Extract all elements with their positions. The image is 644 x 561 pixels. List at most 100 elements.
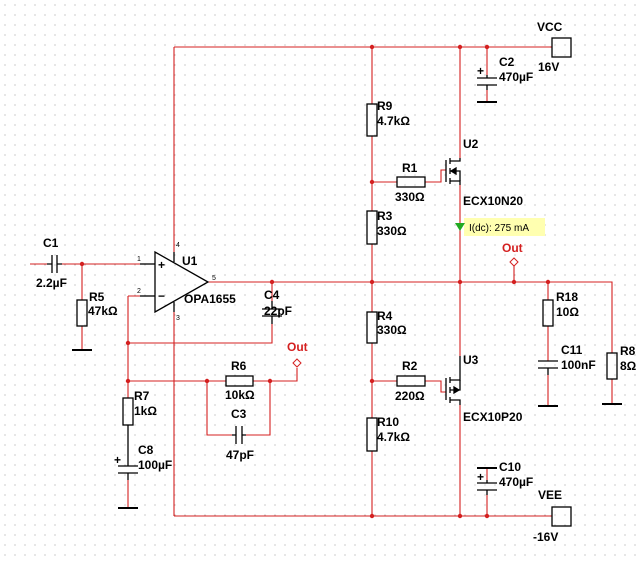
- c10-plus-sign: +: [477, 470, 484, 484]
- c10-value: 470µF: [499, 475, 533, 489]
- wire-r1-gate[interactable]: [425, 169, 446, 183]
- c4-value: 22pF: [264, 304, 292, 318]
- c10-name: C10: [499, 460, 521, 474]
- u1-minus-sign: −: [158, 289, 165, 303]
- u1-plus-sign: +: [158, 258, 165, 272]
- r4-value: 330Ω: [377, 323, 407, 337]
- junction-dot: [484, 44, 490, 50]
- r6-value: 10kΩ: [225, 388, 255, 402]
- junction-dot: [369, 513, 375, 519]
- junction-dot: [484, 513, 490, 519]
- u1-pin5: 5: [212, 275, 216, 282]
- wire-r6-right[interactable]: [253, 368, 298, 382]
- mosfet-u3[interactable]: [445, 356, 461, 405]
- capacitor-c2[interactable]: [477, 75, 497, 90]
- resistor-r6[interactable]: [225, 375, 254, 387]
- r10-name: R10: [377, 415, 399, 429]
- u1-pin4: 4: [176, 242, 180, 249]
- vee-value: -16V: [533, 530, 558, 544]
- wire-c3-loop-right[interactable]: [246, 381, 271, 436]
- r7-value: 1kΩ: [134, 404, 157, 418]
- current-probe[interactable]: I(dc): 275 mA: [455, 218, 545, 236]
- c1-name: C1: [43, 236, 59, 250]
- probe-reading: I(dc): 275 mA: [469, 223, 529, 234]
- resistor-r2[interactable]: [396, 375, 426, 387]
- r2-value: 220Ω: [395, 389, 425, 403]
- u2-name: U2: [463, 137, 479, 151]
- junction-dot: [457, 513, 463, 519]
- resistor-r4[interactable]: [366, 311, 378, 344]
- junction-dot: [269, 279, 275, 285]
- c8-value: 100µF: [138, 458, 172, 472]
- resistor-r1[interactable]: [396, 176, 426, 188]
- junctions: [79, 44, 551, 519]
- wire-c3-loop-left[interactable]: [206, 381, 232, 436]
- c2-name: C2: [499, 55, 515, 69]
- capacitor-c3[interactable]: [232, 426, 246, 444]
- c2-plus-sign: +: [477, 64, 484, 78]
- r9-value: 4.7kΩ: [377, 114, 410, 128]
- wire-r2-gate[interactable]: [425, 380, 446, 393]
- junction-dot: [545, 279, 551, 285]
- c11-value: 100nF: [561, 358, 596, 372]
- resistor-r3[interactable]: [366, 210, 378, 245]
- vcc-name: VCC: [537, 20, 563, 34]
- out-main-label: Out: [502, 241, 523, 255]
- wire-c4-loop[interactable]: [128, 324, 273, 344]
- out-feedback-label: Out: [287, 340, 308, 354]
- capacitor-c10[interactable]: [477, 480, 497, 495]
- r10-value: 4.7kΩ: [377, 430, 410, 444]
- r8-name: R8: [620, 344, 636, 358]
- r18-name: R18: [556, 290, 578, 304]
- vcc-source[interactable]: [551, 37, 572, 58]
- u1-part: OPA1655: [184, 292, 236, 306]
- wire-output[interactable]: [460, 281, 613, 353]
- r5-name: R5: [89, 290, 105, 304]
- capacitor-c8[interactable]: [118, 425, 138, 480]
- junction-dot: [369, 179, 375, 185]
- junction-dot: [125, 378, 131, 384]
- junction-dot: [267, 378, 273, 384]
- junction-dot: [204, 378, 210, 384]
- capacitor-c1[interactable]: [47, 255, 62, 273]
- out-connector-main[interactable]: [509, 257, 519, 267]
- out-connector-feedback[interactable]: [292, 358, 302, 368]
- vee-name: VEE: [538, 488, 562, 502]
- r9-name: R9: [377, 99, 393, 113]
- u3-name: U3: [463, 353, 479, 367]
- r1-value: 330Ω: [395, 190, 425, 204]
- mosfet-drain: [450, 399, 461, 405]
- opamp-triangle[interactable]: [154, 250, 210, 314]
- components: [47, 37, 622, 527]
- capacitor-c11[interactable]: [538, 360, 558, 375]
- r3-value: 330Ω: [377, 224, 407, 238]
- mosfet-u2[interactable]: [445, 158, 461, 185]
- c11-name: C11: [561, 343, 583, 357]
- resistor-r10[interactable]: [366, 417, 378, 452]
- junction-dot: [369, 378, 375, 384]
- r4-name: R4: [377, 309, 393, 323]
- vee-source[interactable]: [551, 506, 572, 527]
- resistor-r18[interactable]: [542, 299, 554, 327]
- junction-dot: [369, 44, 375, 50]
- junction-dot: [79, 261, 85, 267]
- c2-value: 470µF: [499, 70, 533, 84]
- resistor-r5[interactable]: [76, 299, 88, 327]
- u3-part: ECX10P20: [463, 410, 523, 424]
- r3-name: R3: [377, 209, 393, 223]
- opamp-u1[interactable]: [140, 250, 210, 314]
- junction-dot: [511, 279, 517, 285]
- capacitor-c4[interactable]: [262, 301, 282, 324]
- resistor-r8[interactable]: [606, 352, 618, 380]
- probe-label-box: [464, 218, 545, 236]
- u1-pin2: 2: [137, 288, 141, 295]
- mosfet-drain: [450, 158, 461, 162]
- c3-value: 47pF: [226, 448, 254, 462]
- mosfet-arrow: [453, 385, 461, 395]
- r5-value: 47kΩ: [88, 304, 118, 318]
- resistor-r9[interactable]: [366, 103, 378, 137]
- c4-name: C4: [264, 288, 280, 302]
- cap-plate: [47, 255, 62, 273]
- mosfet-arrow: [449, 166, 457, 176]
